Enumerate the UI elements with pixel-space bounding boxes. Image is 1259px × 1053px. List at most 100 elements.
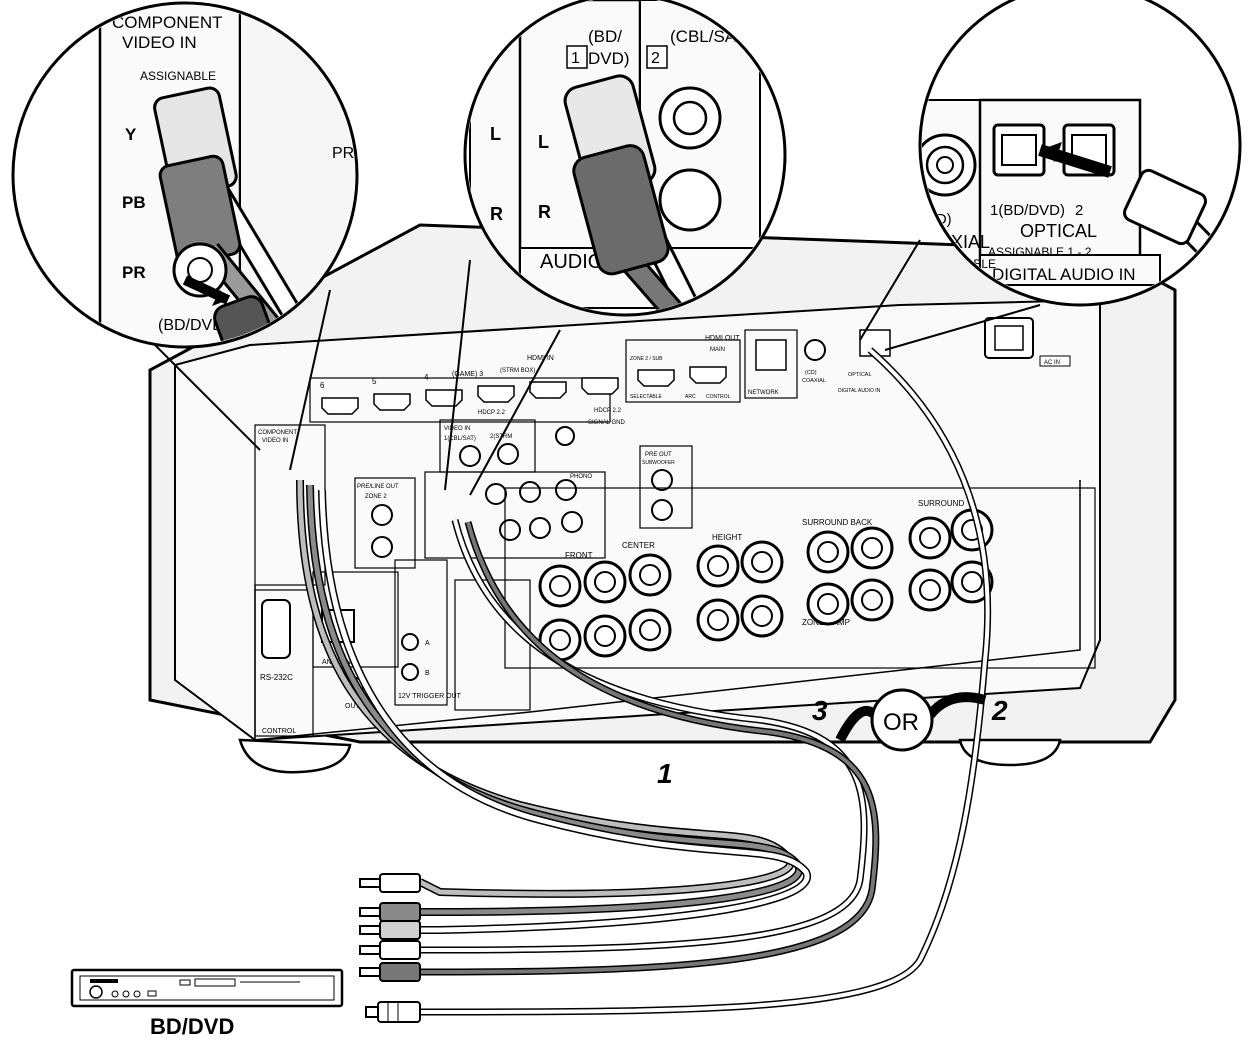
player-button-icon bbox=[133, 990, 141, 998]
speaker-post bbox=[628, 553, 672, 597]
speaker-post bbox=[740, 594, 784, 638]
player-button-icon bbox=[111, 990, 119, 998]
hdmi-port bbox=[425, 389, 463, 407]
hdmi-strm-label: (STRM BOX) bbox=[500, 368, 535, 374]
hdcp-label-2: HDCP 2.2 bbox=[594, 408, 622, 414]
zone2-jack bbox=[371, 536, 393, 558]
or-label: OR bbox=[883, 709, 919, 736]
zone2-jack bbox=[371, 504, 393, 526]
subwoofer-label: SUBWOOFER bbox=[642, 460, 675, 466]
component-small-line2: VIDEO IN bbox=[262, 438, 288, 444]
speaker-post bbox=[950, 560, 994, 604]
surround-label: SURROUND bbox=[918, 499, 964, 508]
speaker-post bbox=[628, 608, 672, 652]
signal-gnd-label: SIGNAL GND bbox=[588, 420, 625, 426]
hdmi-out-port bbox=[637, 369, 675, 387]
hdmi-out-block bbox=[625, 339, 741, 403]
optical-plug bbox=[365, 1001, 421, 1023]
optical-in2-label: 2 bbox=[1075, 202, 1083, 219]
audio-jack bbox=[555, 479, 577, 501]
audio-input2-num: 2 bbox=[651, 50, 660, 67]
hdmi-input-row: 6 5 4 (GAME) 3 (STRM BOX) HDMI IN HDCP 2… bbox=[309, 329, 1060, 423]
audio-l-left-label: L bbox=[490, 124, 501, 144]
audio-jack bbox=[499, 519, 521, 541]
hdmi-port bbox=[581, 377, 619, 395]
audio-r-left-label: R bbox=[490, 204, 503, 224]
component-pb-label: PB bbox=[122, 193, 146, 212]
component-pr-zone-clip: PR bbox=[332, 145, 354, 162]
subwoofer-jack bbox=[651, 469, 673, 491]
optical-label: OPTICAL bbox=[1020, 221, 1097, 241]
rs232c-port bbox=[261, 599, 291, 659]
step-2-label: 2 bbox=[991, 695, 1008, 726]
speaker-post bbox=[583, 560, 627, 604]
height-label: HEIGHT bbox=[712, 533, 742, 542]
control-bottom-label: CONTROL bbox=[262, 728, 296, 735]
cables bbox=[296, 347, 992, 1023]
player-button-icon bbox=[122, 990, 130, 998]
coaxial-small-label: COAXIAL bbox=[802, 378, 826, 384]
zone2-sub-label: ZONE 2 / SUB bbox=[630, 356, 663, 362]
speaker-post bbox=[850, 578, 894, 622]
zoom-audio-in: L R L R 1 (BD/ DVD) 2 (CBL/SAT) AUDIO IN bbox=[444, 0, 787, 496]
hdmi-5-label: 5 bbox=[372, 377, 377, 386]
audio-input1-name1: (BD/ bbox=[588, 27, 622, 46]
hdmi-4-label: 4 bbox=[424, 373, 429, 382]
zoom-digital-audio: (CD) COAXIAL ASSIGNABLE 1(BD/DVD) 2 OPTI… bbox=[859, 0, 1242, 351]
speaker-post bbox=[950, 508, 994, 552]
component-small-line1: COMPONENT bbox=[258, 430, 297, 436]
hdmi-port bbox=[529, 381, 567, 399]
video-in-block: VIDEO IN 1(CBL/SAT) 2(STRM SIGNAL GND bbox=[439, 419, 625, 473]
center-label: CENTER bbox=[622, 541, 655, 550]
speaker-post bbox=[850, 526, 894, 570]
ir-out-label: OUT bbox=[345, 703, 361, 710]
video-cbl-label: 1(CBL/SAT) bbox=[444, 436, 476, 442]
main-label: MAIN bbox=[710, 347, 725, 353]
audio-jack bbox=[485, 483, 507, 505]
or-badge bbox=[870, 688, 934, 752]
speaker-post bbox=[806, 530, 850, 574]
control-label: CONTROL bbox=[706, 394, 731, 400]
rca-plug-audio-r bbox=[359, 962, 421, 982]
video-jack bbox=[459, 445, 481, 467]
video-jack bbox=[497, 443, 519, 465]
component-title-line2: VIDEO IN bbox=[122, 33, 197, 52]
hdmi-port bbox=[477, 385, 515, 403]
coaxial-jack-small bbox=[804, 339, 826, 361]
speaker-post bbox=[696, 598, 740, 642]
network-label: NETWORK bbox=[748, 390, 779, 396]
component-y-label: Y bbox=[125, 125, 137, 144]
ac-in-label: AC IN bbox=[1044, 360, 1060, 366]
step-3-label: 3 bbox=[812, 695, 828, 726]
speaker-post bbox=[740, 540, 784, 584]
rca-plug-pr bbox=[359, 920, 421, 940]
subwoofer-jack bbox=[651, 499, 673, 521]
network-port bbox=[755, 339, 787, 371]
hdmi-game-label: (GAME) 3 bbox=[452, 371, 483, 378]
trigger-jack-a bbox=[401, 633, 419, 651]
component-pr-label: PR bbox=[122, 263, 146, 282]
trigger-b-label: B bbox=[425, 670, 430, 677]
audio-jack bbox=[519, 481, 541, 503]
audio-input1-num: 1 bbox=[571, 50, 580, 67]
digital-section-label: DIGITAL AUDIO IN bbox=[992, 265, 1136, 284]
step-markers: 1 2 3 OR bbox=[657, 688, 1008, 789]
selectable-label: SELECTABLE bbox=[630, 394, 663, 400]
zone2-label: ZONE 2 bbox=[365, 494, 387, 500]
component-source-label: (BD/DVD) bbox=[158, 317, 229, 334]
audio-l-label: L bbox=[538, 132, 549, 152]
optical-small-label: OPTICAL bbox=[848, 372, 872, 378]
pre-out-block: PRE OUT SUBWOOFER bbox=[639, 445, 693, 529]
hdmi-port bbox=[373, 393, 411, 411]
player-label: BD/DVD bbox=[150, 1014, 235, 1039]
surround-back-label: SURROUND BACK bbox=[802, 518, 873, 527]
rs232c-label: RS-232C bbox=[260, 673, 293, 682]
rca-plug-audio-l bbox=[359, 940, 421, 960]
audio-input1-name2: DVD) bbox=[588, 49, 630, 68]
digital-audio-small-label: DIGITAL AUDIO IN bbox=[838, 388, 881, 394]
hdcp-label-1: HDCP 2.2 bbox=[478, 410, 506, 416]
hdmi-6-label: 6 bbox=[320, 381, 325, 390]
component-title-line1: COMPONENT bbox=[112, 13, 223, 32]
